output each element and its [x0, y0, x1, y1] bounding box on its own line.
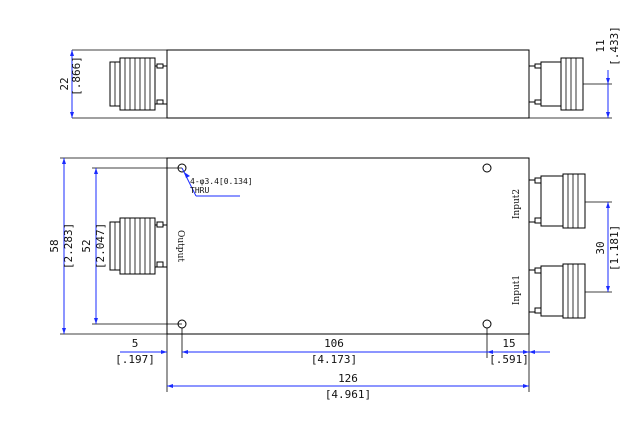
top-view-output-connector — [109, 57, 168, 111]
port-spacing-mm: 30 — [594, 241, 607, 254]
height-total-mm: 58 — [48, 239, 61, 252]
hole-spacing-v-in: [2.047] — [94, 223, 107, 269]
mounting-hole-bottom-right — [482, 319, 492, 329]
hole-note-line1: 4-φ3.4[0.134] — [190, 177, 253, 186]
input1-label: Input1 — [512, 275, 522, 305]
hole-spacing-v-mm: 52 — [80, 239, 93, 252]
top-view-body — [166, 49, 530, 119]
top-view: 22 [.866] 11 [.433] — [58, 26, 621, 119]
front-view-body — [166, 157, 530, 335]
input2-connector — [528, 173, 586, 229]
input1-connector — [528, 263, 586, 319]
mounting-hole-top-right — [482, 163, 492, 173]
output-label: Output — [175, 230, 185, 262]
hole-note-line2: THRU — [190, 186, 209, 195]
top-port-offset-mm: 11 — [594, 39, 607, 52]
hole-offset-left-mm: 5 — [132, 337, 139, 350]
hole-spacing-h-in: [4.173] — [311, 353, 357, 366]
port-spacing-in: [1.181] — [608, 225, 621, 271]
hole-offset-right-mm: 15 — [502, 337, 515, 350]
length-total-in: [4.961] — [325, 388, 371, 401]
input2-label: Input2 — [512, 189, 522, 219]
top-height-mm: 22 — [58, 77, 71, 90]
hole-offset-right-in: [.591] — [489, 353, 529, 366]
length-total-mm: 126 — [338, 372, 358, 385]
output-connector — [109, 217, 168, 275]
hole-offset-left-in: [.197] — [115, 353, 155, 366]
height-total-in: [2.283] — [62, 223, 75, 269]
top-port-offset-in: [.433] — [608, 26, 621, 66]
hole-spacing-h-mm: 106 — [324, 337, 344, 350]
top-view-input-connector — [528, 57, 584, 111]
top-height-in: [.866] — [70, 56, 83, 96]
front-view: 4-φ3.4[0.134] THRU Output — [48, 157, 621, 401]
